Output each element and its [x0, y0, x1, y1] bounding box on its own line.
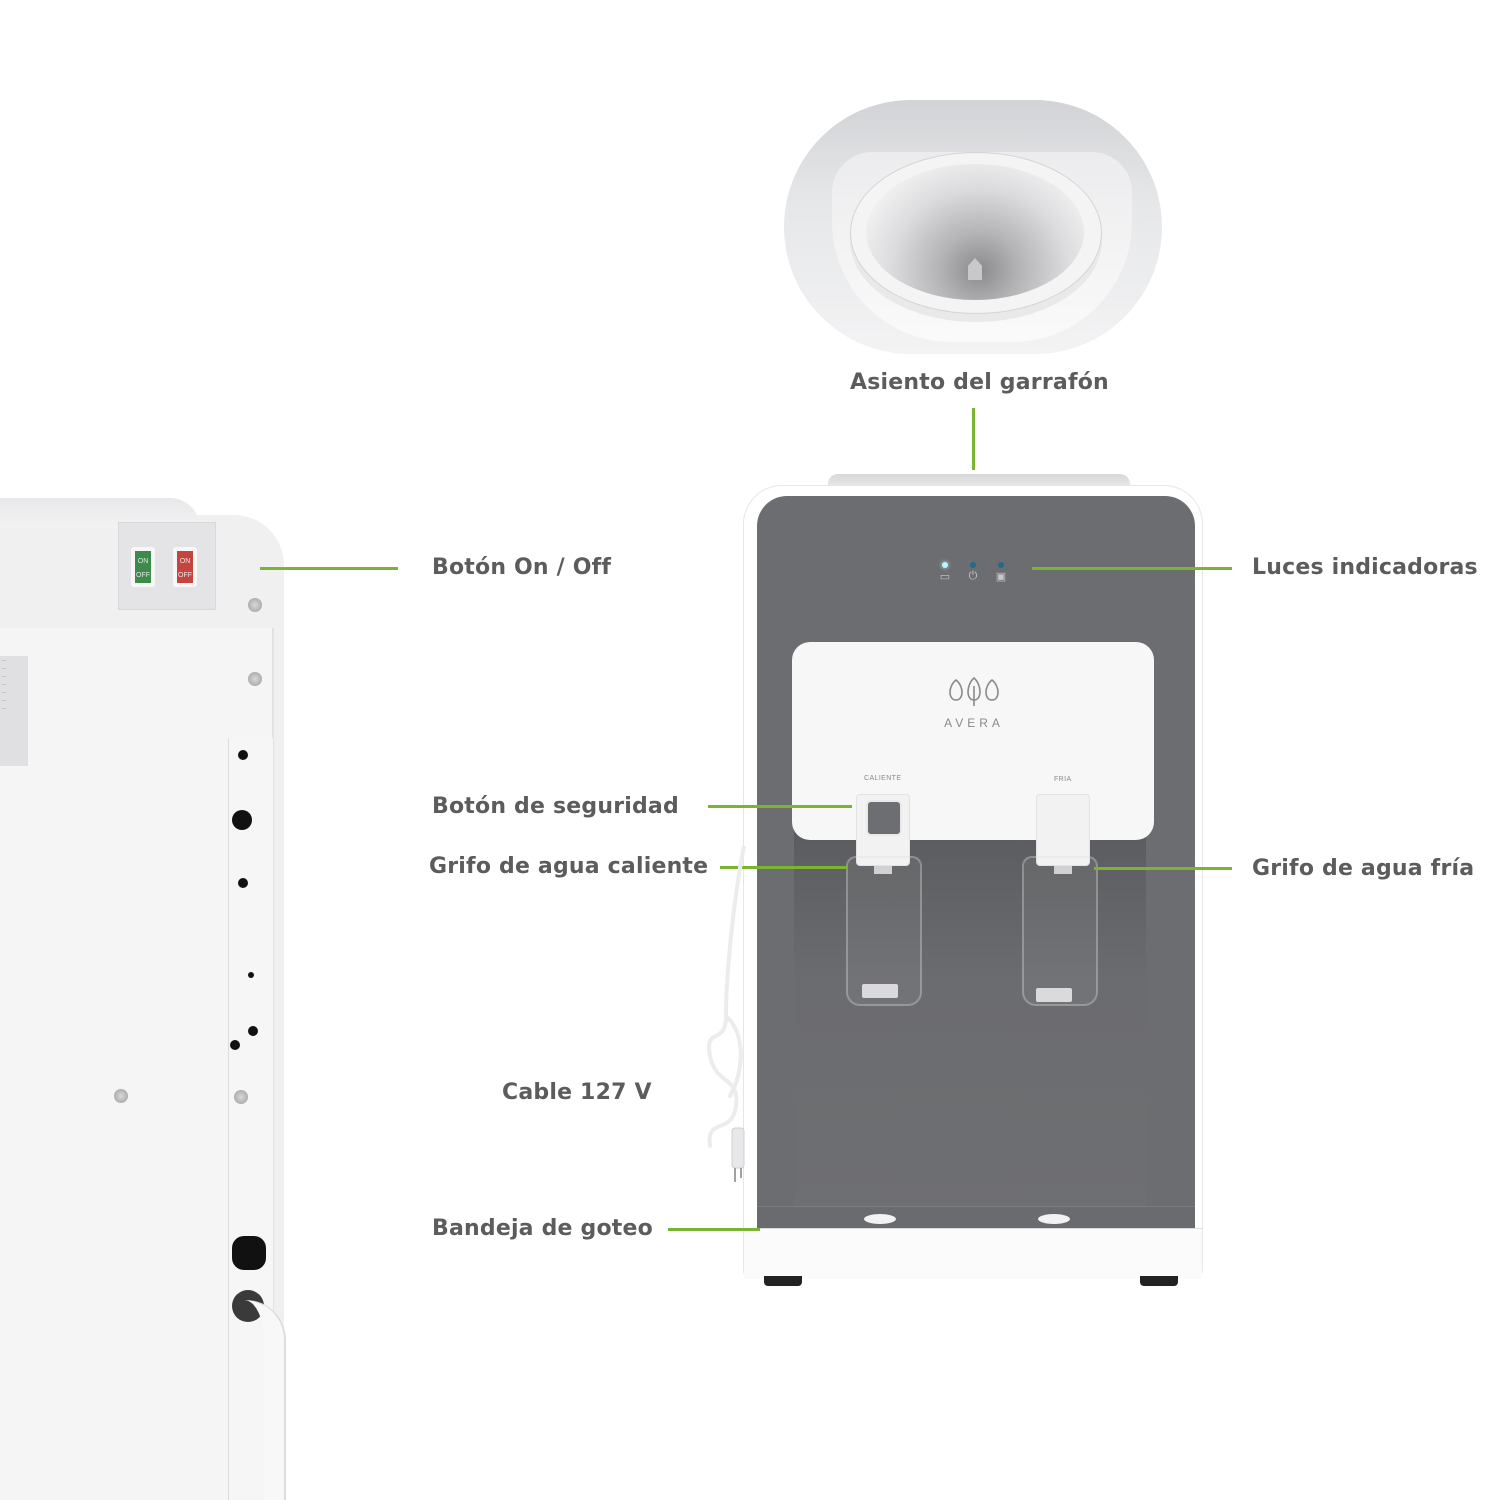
bottle-seat-image [784, 100, 1162, 354]
power-switch-box: ON OFF ON OFF [118, 522, 216, 610]
power-cord [706, 846, 746, 1182]
avera-logo-icon [949, 676, 999, 706]
hot-power-switch[interactable]: ON OFF [131, 547, 155, 587]
cold-guard-lip [1036, 988, 1072, 1002]
vent-hole [232, 810, 252, 830]
callout-drip-tray: Bandeja de goteo [432, 1216, 653, 1241]
cold-indicator-light [998, 562, 1004, 568]
vent-hole [248, 1026, 258, 1036]
cold-water-icon: ▣ [995, 571, 1007, 583]
cold-nozzle [1054, 866, 1072, 874]
callout-lights: Luces indicadoras [1252, 555, 1478, 580]
cold-power-switch[interactable]: ON OFF [173, 547, 197, 587]
vent-hole [238, 878, 248, 888]
dispenser-foot [1140, 1276, 1178, 1286]
callout-cold-tap: Grifo de agua fría [1252, 856, 1475, 881]
spec-sticker: ——————— [0, 656, 28, 766]
drip-tray [757, 1206, 1195, 1231]
tray-drain-hole [1038, 1214, 1070, 1224]
hot-tap-label: CALIENTE [864, 775, 902, 782]
dispenser-foot [764, 1276, 802, 1286]
hot-guard-lip [862, 984, 898, 998]
callout-line-drip-tray [668, 1228, 760, 1231]
hot-tap-guard [846, 856, 922, 1006]
hot-nozzle [874, 866, 892, 874]
callout-cable: Cable 127 V [502, 1080, 652, 1105]
hot-water-icon: ▭ [939, 571, 951, 583]
brand-name: AVERA [944, 716, 1004, 730]
cold-water-tap[interactable] [1036, 794, 1090, 866]
tray-drain-hole [864, 1214, 896, 1224]
callout-seat: Asiento del garrafón [850, 370, 1109, 395]
dispensing-recess [794, 820, 1146, 1224]
callout-line-seat [972, 408, 975, 470]
callout-line-on-off [260, 567, 398, 570]
drain-hole [232, 1236, 266, 1270]
power-cable-back [244, 1300, 284, 1500]
callout-line-safety [708, 805, 852, 808]
seat-spike [968, 258, 982, 280]
cold-tap-label: FRIA [1054, 776, 1072, 783]
callout-safety: Botón de seguridad [432, 794, 679, 819]
safety-button[interactable] [866, 800, 902, 836]
screw-icon [248, 672, 262, 686]
callout-on-off: Botón On / Off [432, 555, 612, 580]
screw-icon [114, 1089, 128, 1103]
callout-line-cold-tap [1094, 867, 1232, 870]
callout-line-hot-tap [720, 866, 848, 869]
power-indicator-light [970, 562, 976, 568]
control-panel [792, 642, 1154, 840]
vent-hole [248, 972, 254, 978]
callout-line-lights [1032, 567, 1232, 570]
screw-icon [248, 598, 262, 612]
cold-tap-guard [1022, 856, 1098, 1006]
vent-hole [238, 750, 248, 760]
callout-hot-tap: Grifo de agua caliente [429, 854, 709, 879]
power-icon: ⏻ [968, 570, 978, 582]
hot-indicator-light [942, 562, 948, 568]
vent-hole [230, 1040, 240, 1050]
screw-icon [234, 1090, 248, 1104]
dispenser-base [744, 1228, 1202, 1279]
